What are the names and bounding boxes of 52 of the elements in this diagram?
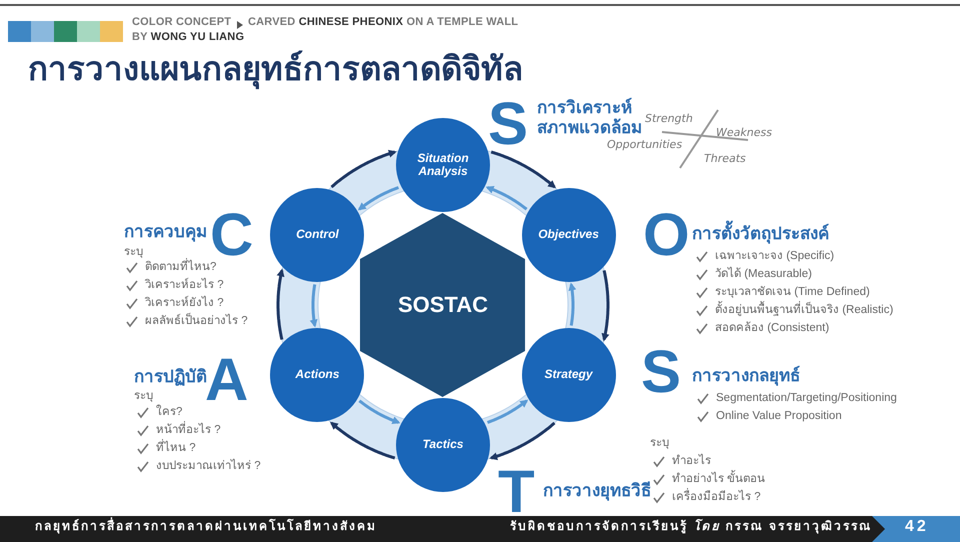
initial-letter: S (488, 94, 528, 154)
heading: การวางกลยุทธ์ (692, 366, 800, 386)
list-item: วิเคราะห์ยังไง ? (145, 297, 224, 310)
initial-letter: A (205, 350, 248, 410)
list-item: ทำอะไร (672, 455, 711, 468)
arrow (602, 270, 610, 342)
swot-label: Weakness (716, 127, 772, 140)
arrow (489, 422, 556, 460)
list-item: วัดได้ (Measurable) (715, 268, 812, 282)
arrow (330, 150, 397, 188)
process-circle: Actions (270, 328, 364, 422)
header-text: CARVED CHINESE PHEONIX ON A TEMPLE WALL (248, 16, 518, 29)
arrow (568, 282, 576, 326)
list-text: ระบุ (124, 246, 143, 260)
list-item: ผลลัพธ์เป็นอย่างไร ? (145, 315, 248, 328)
byline: BY WONG YU LIANG (132, 31, 244, 44)
header-text: COLOR CONCEPT (132, 16, 232, 29)
hexagon: SOSTAC (360, 213, 526, 397)
swot-label: Threats (704, 153, 746, 166)
arrow (310, 284, 318, 328)
swot-label: Strength (645, 113, 693, 126)
list-item: วิเคราะห์อะไร ? (145, 279, 224, 292)
swot-label: Opportunities (607, 139, 682, 152)
arrow (358, 186, 400, 210)
arrow (330, 422, 396, 460)
arrow (276, 268, 284, 340)
page-number: 42 (905, 518, 929, 536)
list-item: ใคร? (156, 406, 182, 420)
initial-letter: O (643, 205, 690, 265)
process-circle: Tactics (396, 398, 490, 492)
arrow (358, 400, 400, 424)
list-item: Segmentation/Targeting/Positioning (716, 392, 897, 406)
title: การวางแผนกลยุทธ์การตลาดดิจิทัล (28, 50, 523, 88)
list-item: เฉพาะเจาะจง (Specific) (715, 250, 834, 264)
heading: การควบคุม (124, 222, 207, 242)
list-item: สอดคล้อง (Consistent) (715, 322, 830, 336)
list-item: ระบุเวลาชัดเจน (Time Defined) (715, 286, 870, 300)
process-circle: Strategy (522, 328, 616, 422)
list-item: งบประมาณเท่าไหร่ ? (156, 460, 261, 474)
process-circle: Control (270, 188, 364, 282)
arrow (486, 186, 528, 210)
heading: การวางยุทธวิธี (543, 481, 651, 501)
list-text: ระบุ (650, 437, 669, 450)
initial-letter: S (641, 342, 682, 402)
list-item: Online Value Proposition (716, 410, 842, 424)
arrow (490, 150, 556, 188)
heading: การปฏิบัติ (134, 367, 207, 386)
process-circle: Situation Analysis (396, 118, 490, 212)
arrow (486, 400, 528, 424)
process-circle: Objectives (522, 188, 616, 282)
list-text: ระบุ (134, 390, 153, 404)
footer-text: รับผิดชอบการจัดการเรียนรู้ โดย กรรณ จรรยาวุฒิวรรณ (510, 520, 872, 534)
